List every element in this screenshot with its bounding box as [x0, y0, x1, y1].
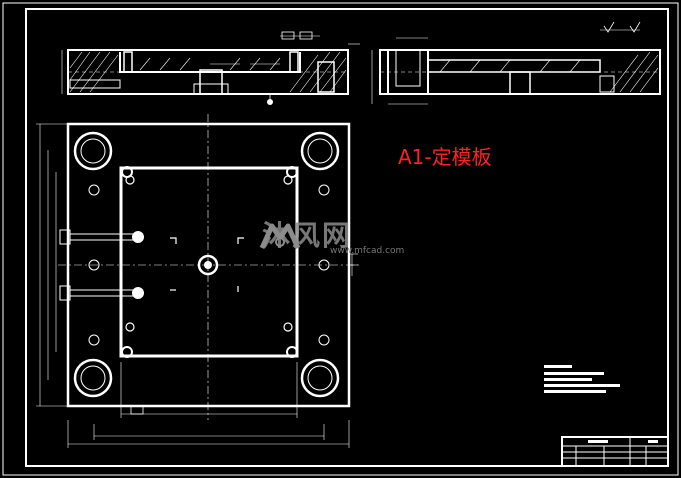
watermark-brand: 沐风网: [262, 219, 353, 252]
tech-notes-block: [544, 365, 620, 393]
guide-hole: [80, 138, 106, 164]
section-view-left: [61, 31, 360, 105]
guide-hole: [73, 358, 113, 398]
section-view-right: [371, 21, 661, 105]
title-block: [561, 436, 669, 467]
sprue-hole: [197, 254, 219, 276]
sheet-inner-border: [25, 8, 669, 467]
drawing-caption: A1-定模板: [398, 145, 492, 169]
watermark-url: www.mfcad.com: [330, 246, 405, 256]
mf-logo-icon: [259, 223, 301, 250]
dimension-lines: [36, 123, 358, 448]
guide-hole: [300, 131, 340, 171]
guide-hole: [300, 358, 340, 398]
plan-view: [36, 114, 360, 448]
cavity-outline: [119, 166, 299, 358]
section-hatch-right: [439, 51, 659, 93]
guide-hole: [73, 131, 113, 171]
guide-hole: [307, 138, 333, 164]
guide-hole: [307, 365, 333, 391]
cooling-channel: [70, 233, 136, 297]
guide-hole: [80, 365, 106, 391]
